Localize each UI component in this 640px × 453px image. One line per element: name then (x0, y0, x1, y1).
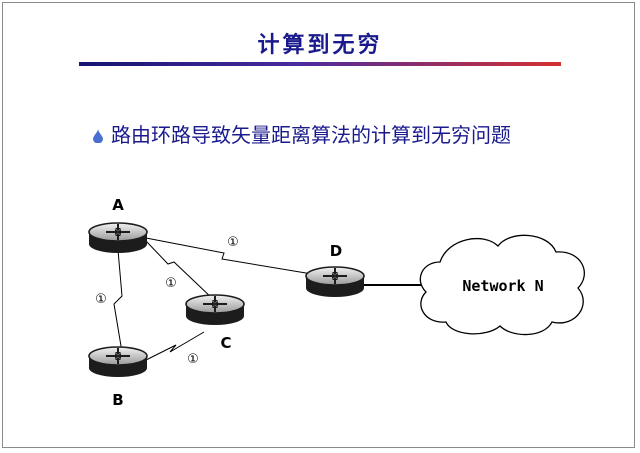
router-d-label: D (330, 242, 342, 260)
slide-title: 计算到无穷 (257, 32, 383, 58)
metric-label-a-b: ① (95, 292, 107, 307)
router-a-icon (88, 222, 148, 254)
network-label: Network N (462, 277, 543, 295)
metric-label-a-c: ① (165, 276, 177, 291)
router-a-label: A (112, 196, 124, 214)
link-a-c (145, 240, 215, 301)
router-b-icon (88, 346, 148, 378)
router-d-icon (305, 266, 365, 298)
droplet-icon (93, 129, 103, 143)
title-divider (79, 62, 561, 66)
bullet-text: 路由环路导致矢量距离算法的计算到无穷问题 (111, 123, 511, 147)
link-a-d (145, 237, 319, 276)
bullet-item: 路由环路导致矢量距离算法的计算到无穷问题 (93, 121, 511, 149)
router-c-icon (185, 294, 245, 326)
metric-label-b-c: ① (187, 352, 199, 367)
link-a-b (113, 249, 123, 353)
metric-label-a-d: ① (227, 235, 239, 250)
router-b-label: B (112, 391, 123, 409)
network-cloud (419, 234, 585, 336)
router-c-label: C (220, 334, 231, 352)
link-b-c (145, 331, 205, 361)
